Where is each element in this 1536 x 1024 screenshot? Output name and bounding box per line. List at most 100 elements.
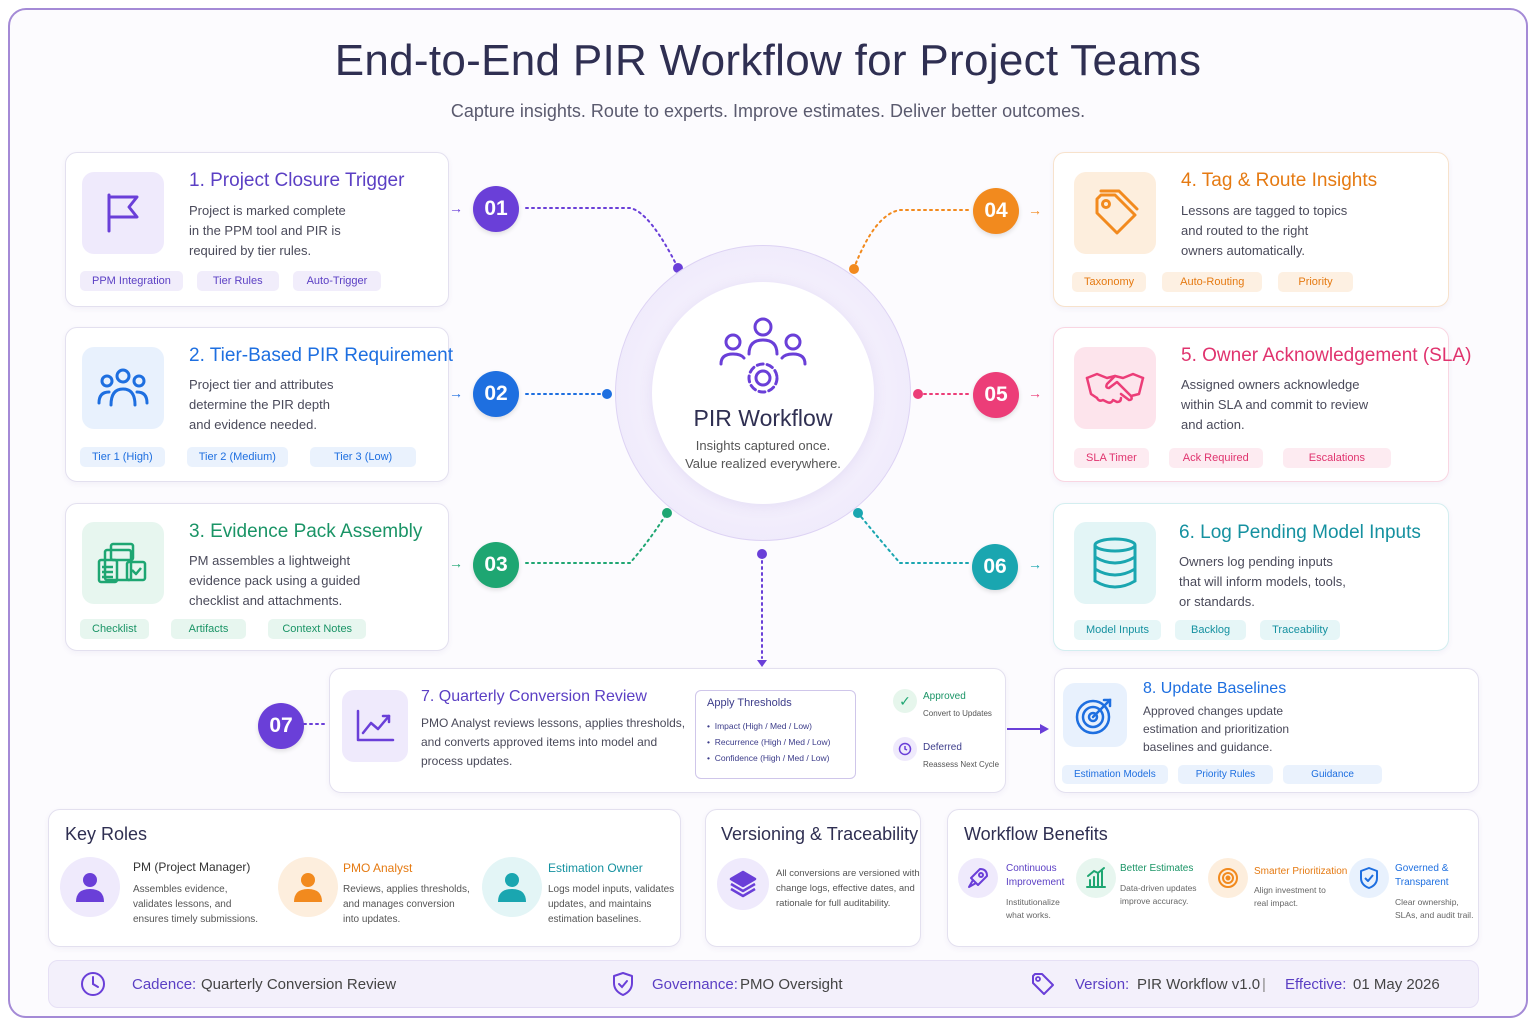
- step-1-title: 1. Project Closure Trigger: [189, 170, 405, 191]
- step-number-01: 01: [473, 186, 519, 232]
- step-2-tags: Tier 1 (High) Tier 2 (Medium) Tier 3 (Lo…: [80, 447, 417, 467]
- step-8-icon-box: [1063, 683, 1127, 747]
- deferred-label: Deferred: [923, 742, 962, 753]
- governance-value: PMO Oversight: [740, 976, 843, 993]
- connector-06: [857, 512, 969, 564]
- step-number-04: 04: [973, 188, 1019, 234]
- pm-avatar-icon: [60, 857, 120, 917]
- step-5-tags: SLA Timer Ack Required Escalations: [1074, 448, 1392, 468]
- step-8-title: 8. Update Baselines: [1143, 680, 1287, 697]
- hub-line-1: Insights captured once.: [695, 438, 831, 453]
- step-4-title: 4. Tag & Route Insights: [1181, 170, 1378, 191]
- hub-line-2: Value realized everywhere.: [685, 456, 841, 471]
- thresholds-list: • Impact (High / Med / Low) • Recurrence…: [707, 721, 831, 763]
- tag: Artifacts: [170, 619, 247, 639]
- tag-icon: [1095, 189, 1139, 235]
- role-name-pm: PM (Project Manager): [133, 860, 251, 874]
- versioning-heading: Versioning & Traceability: [721, 824, 919, 844]
- tag: Backlog: [1174, 620, 1247, 640]
- flag-icon: [107, 193, 139, 233]
- tag: Ack Required: [1168, 448, 1263, 468]
- tag: Auto-Trigger: [292, 271, 382, 291]
- step-3-icon-box: [82, 522, 164, 604]
- approved-sub: Convert to Updates: [923, 709, 992, 718]
- step-2-title: 2. Tier-Based PIR Requirement: [189, 345, 454, 366]
- role-name-pmo-analyst: PMO Analyst: [343, 861, 413, 875]
- arrow-head: [757, 660, 767, 667]
- arrow-icon: →: [449, 200, 463, 216]
- connector-dot: [602, 389, 612, 399]
- step-1-tags: PPM Integration Tier Rules Auto-Trigger: [80, 271, 382, 291]
- step-6-title: 6. Log Pending Model Inputs: [1179, 522, 1421, 543]
- layers-icon: [717, 858, 769, 910]
- role-desc-pmo-analyst: Reviews, applies thresholds,and manages …: [343, 884, 470, 925]
- tag: Tier 2 (Medium): [186, 447, 288, 467]
- tag: Model Inputs: [1074, 620, 1161, 640]
- benefit-title-4: Governed &Transparent: [1395, 863, 1449, 888]
- benefit-title-3: Smarter Prioritization: [1254, 866, 1348, 877]
- tag: Escalations: [1282, 448, 1392, 468]
- benefit-title-2: Better Estimates: [1120, 863, 1194, 874]
- tag: Tier 3 (Low): [309, 447, 417, 467]
- cadence-label: Cadence:: [132, 976, 197, 993]
- step-number-07: 07: [258, 703, 304, 749]
- cadence-value: Quarterly Conversion Review: [201, 976, 397, 993]
- key-roles-heading: Key Roles: [65, 824, 148, 844]
- step-4-icon-box: [1074, 172, 1156, 254]
- connector-dot: [853, 508, 863, 518]
- bar-chart-icon: [1076, 858, 1116, 898]
- step-4-tags: Taxonomy Auto-Routing Priority: [1072, 272, 1353, 292]
- connector-dot: [913, 389, 923, 399]
- tag: Guidance: [1283, 765, 1382, 784]
- team-gear-icon: [719, 317, 807, 394]
- step-2-icon-box: [82, 347, 164, 429]
- benefits-heading: Workflow Benefits: [964, 824, 1108, 844]
- step-7-title: 7. Quarterly Conversion Review: [421, 688, 647, 705]
- connector-04: [853, 209, 969, 269]
- clock-icon: [81, 972, 105, 996]
- step-number-03: 03: [473, 542, 519, 588]
- arrow-icon: →: [1028, 556, 1042, 572]
- approved-label: Approved: [923, 691, 966, 702]
- thresholds-title: Apply Thresholds: [707, 697, 792, 709]
- deferred-clock-icon: [893, 737, 917, 761]
- step-1-icon-box: [82, 172, 164, 254]
- tag: Traceability: [1260, 620, 1340, 640]
- connector-dot: [757, 549, 767, 559]
- connector-03: [525, 512, 668, 564]
- page-subtitle: Capture insights. Route to experts. Impr…: [450, 101, 1086, 121]
- approved-check-icon: ✓: [893, 689, 917, 713]
- tag: Estimation Models: [1062, 765, 1168, 784]
- step-3-title: 3. Evidence Pack Assembly: [189, 521, 423, 542]
- tag: Priority: [1278, 272, 1353, 292]
- version-value: PIR Workflow v1.0: [1137, 976, 1261, 993]
- benefit-desc-4: Clear ownership,SLAs, and audit trail.: [1395, 897, 1474, 920]
- governance-label: Governance:: [652, 976, 738, 993]
- step-3-tags: Checklist Artifacts Context Notes: [80, 619, 367, 639]
- step-card-7[interactable]: [329, 668, 1006, 793]
- footer-separator: |: [1262, 976, 1266, 993]
- step-number-06: 06: [972, 544, 1018, 590]
- step-8-tags: Estimation Models Priority Rules Guidanc…: [1062, 765, 1382, 784]
- estimation-owner-avatar-icon: [482, 857, 542, 917]
- step-5-icon-box: [1074, 347, 1156, 429]
- chart-trend-icon: [356, 709, 395, 742]
- tag: Tier 1 (High): [80, 447, 165, 467]
- tag-icon: [1032, 973, 1054, 995]
- tag: Tier Rules: [196, 271, 279, 291]
- arrow-icon: →: [1028, 385, 1042, 401]
- step-number-02: 02: [473, 371, 519, 417]
- connector-01: [525, 207, 679, 269]
- thresholds-box: [695, 690, 856, 779]
